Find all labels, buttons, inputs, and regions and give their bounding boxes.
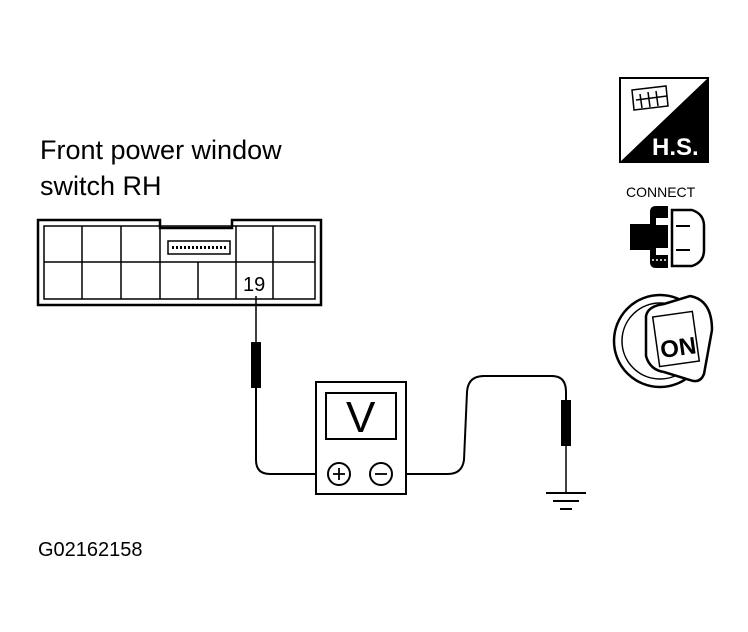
ignition-on-label: ON — [659, 332, 698, 364]
ignition-key-icon — [612, 293, 714, 389]
harness-side-icon — [619, 77, 709, 163]
voltmeter — [315, 381, 407, 495]
harness-side-label: H.S. — [652, 134, 699, 161]
connector-title-line1: Front power window — [40, 135, 282, 165]
negative-probe — [561, 400, 571, 492]
negative-lead-wire — [392, 375, 567, 475]
pin-number-label: 19 — [243, 274, 265, 296]
ground-icon — [546, 492, 586, 510]
connector-title-line2: switch RH — [40, 171, 162, 201]
positive-probe — [251, 296, 261, 400]
connect-label: CONNECT — [626, 184, 696, 200]
positive-lead-wire — [255, 400, 328, 475]
voltmeter-unit: V — [346, 393, 376, 442]
connector-body — [36, 218, 323, 307]
connector-plug-icon — [630, 206, 706, 268]
voltmeter-display — [325, 392, 397, 440]
figure-code: G02162158 — [38, 539, 143, 561]
